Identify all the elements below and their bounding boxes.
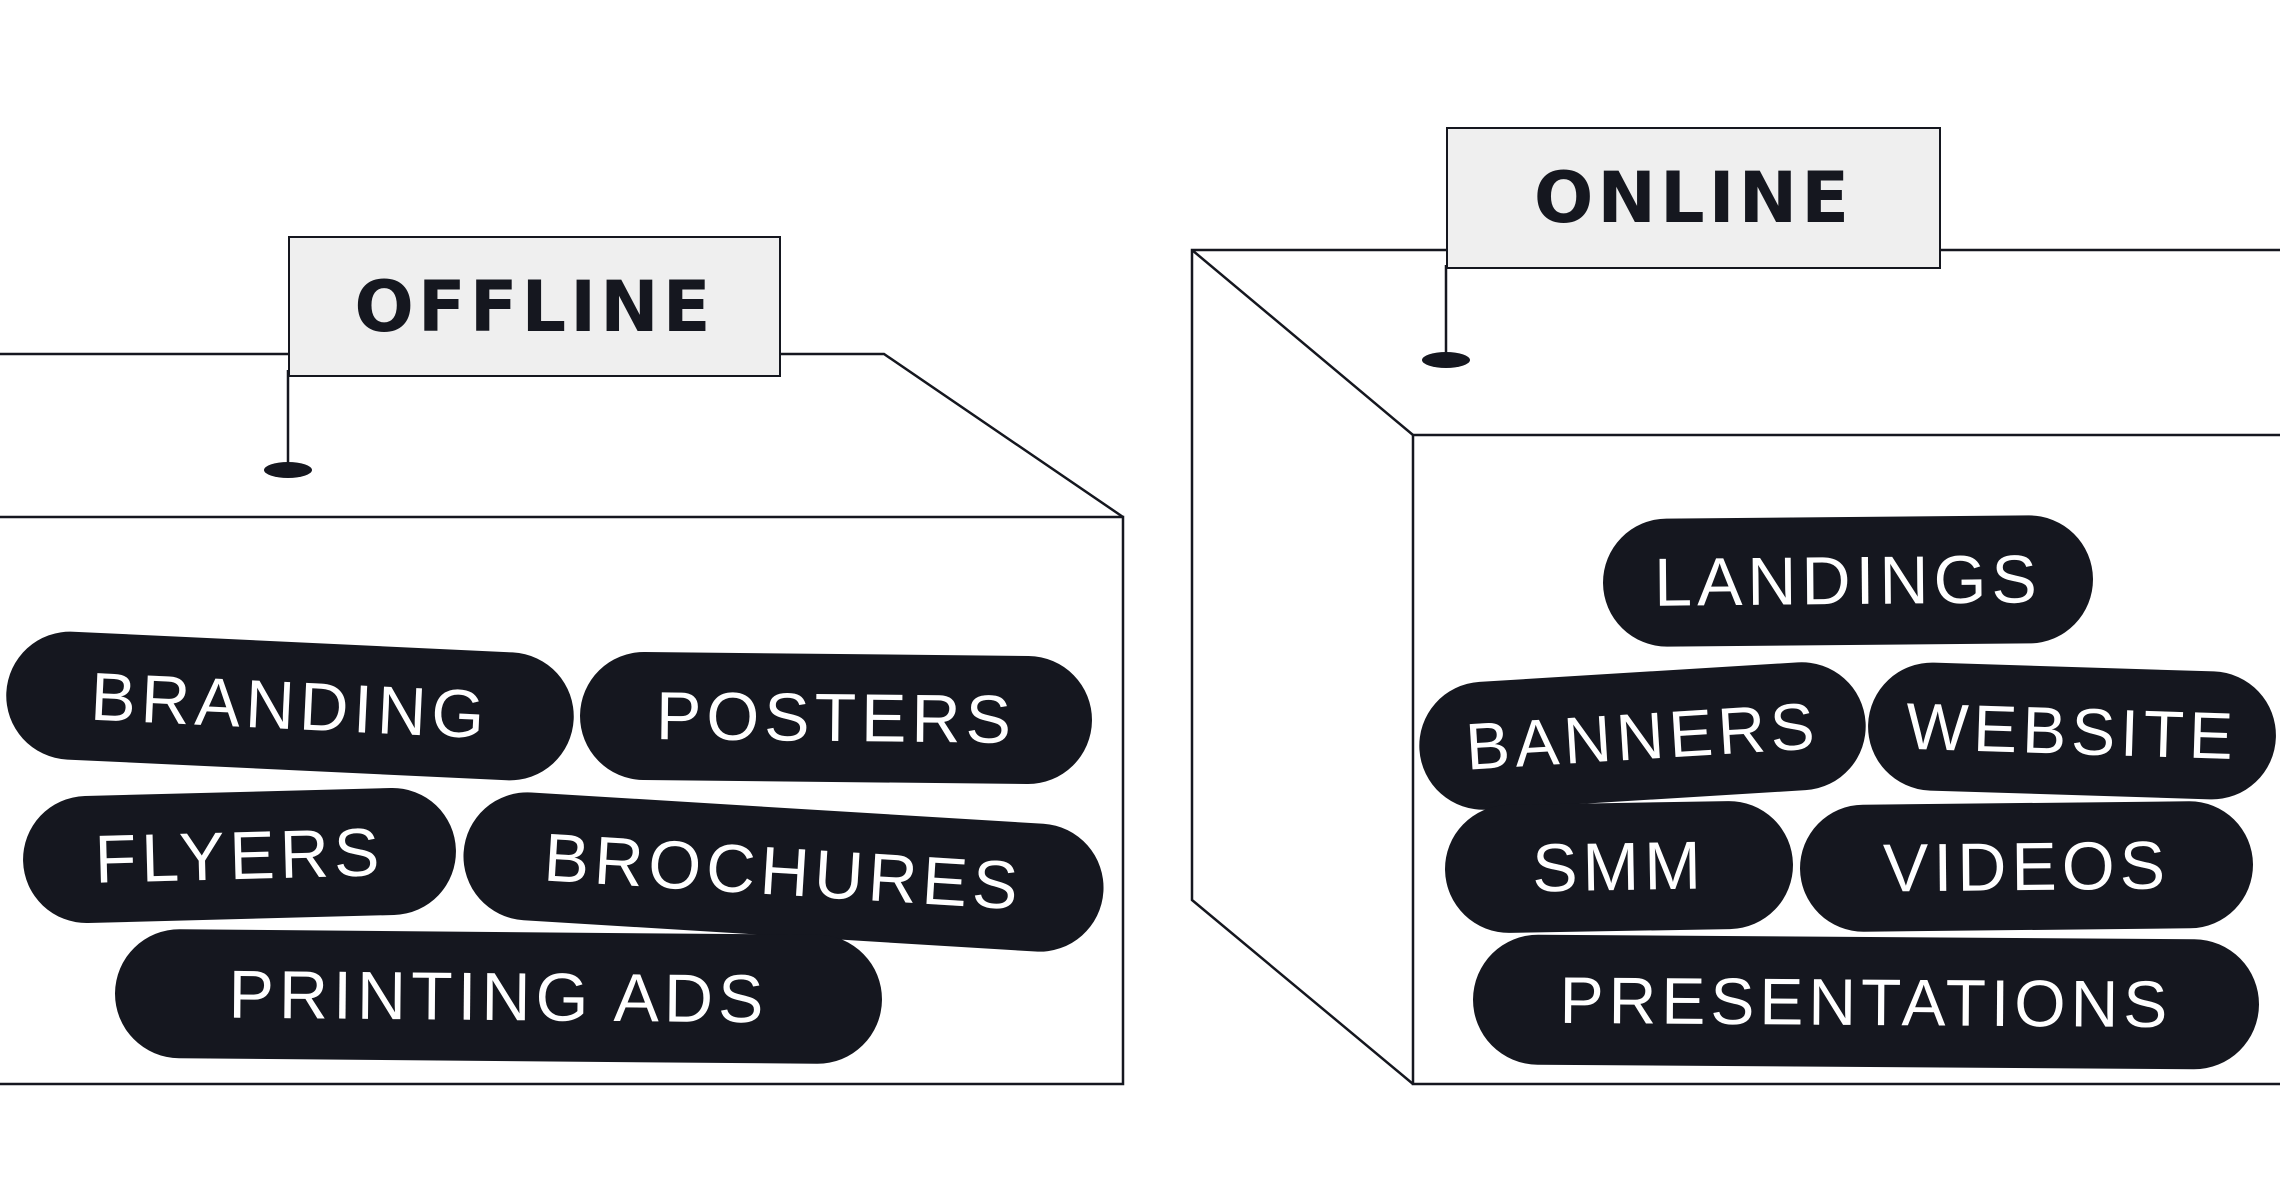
- offline-flag-label: OFFLINE: [354, 265, 715, 348]
- pill-printing-ads: PRINTING ADS: [114, 928, 883, 1065]
- pill-flyers-label: FLYERS: [93, 813, 386, 898]
- pill-posters: POSTERS: [579, 651, 1093, 785]
- offline-box-front-face: [0, 515, 1125, 1086]
- pill-videos-label: VIDEOS: [1882, 826, 2171, 907]
- offline-pole-base: [264, 462, 312, 478]
- pill-flyers: FLYERS: [21, 786, 458, 925]
- online-box-diagonal-edge: [1191, 249, 1414, 436]
- online-flag: ONLINE: [1446, 127, 1941, 269]
- online-box-front-face: [1411, 433, 2280, 1086]
- pill-presentations: PRESENTATIONS: [1472, 934, 2260, 1070]
- pill-posters-label: POSTERS: [655, 678, 1017, 758]
- online-flag-label: ONLINE: [1533, 157, 1854, 239]
- pill-branding-label: BRANDING: [88, 658, 492, 754]
- pill-smm-label: SMM: [1531, 827, 1707, 907]
- pill-brochures-label: BROCHURES: [541, 819, 1026, 925]
- pill-branding: BRANDING: [3, 628, 577, 784]
- pill-presentations-label: PRESENTATIONS: [1559, 962, 2173, 1042]
- pill-smm: SMM: [1443, 799, 1795, 935]
- pill-banners: BANNERS: [1415, 658, 1870, 814]
- pill-website-label: WEBSITE: [1904, 688, 2240, 774]
- pill-banners-label: BANNERS: [1463, 688, 1822, 784]
- offline-box-back-edge: [0, 352, 1124, 519]
- pill-videos: VIDEOS: [1799, 800, 2254, 933]
- pill-landings-label: LANDINGS: [1653, 541, 2043, 621]
- online-pole-base: [1422, 352, 1470, 368]
- pill-landings: LANDINGS: [1602, 514, 2094, 648]
- pill-website: WEBSITE: [1866, 660, 2278, 802]
- pill-printing-ads-label: PRINTING ADS: [228, 956, 769, 1037]
- offline-flag: OFFLINE: [288, 236, 781, 377]
